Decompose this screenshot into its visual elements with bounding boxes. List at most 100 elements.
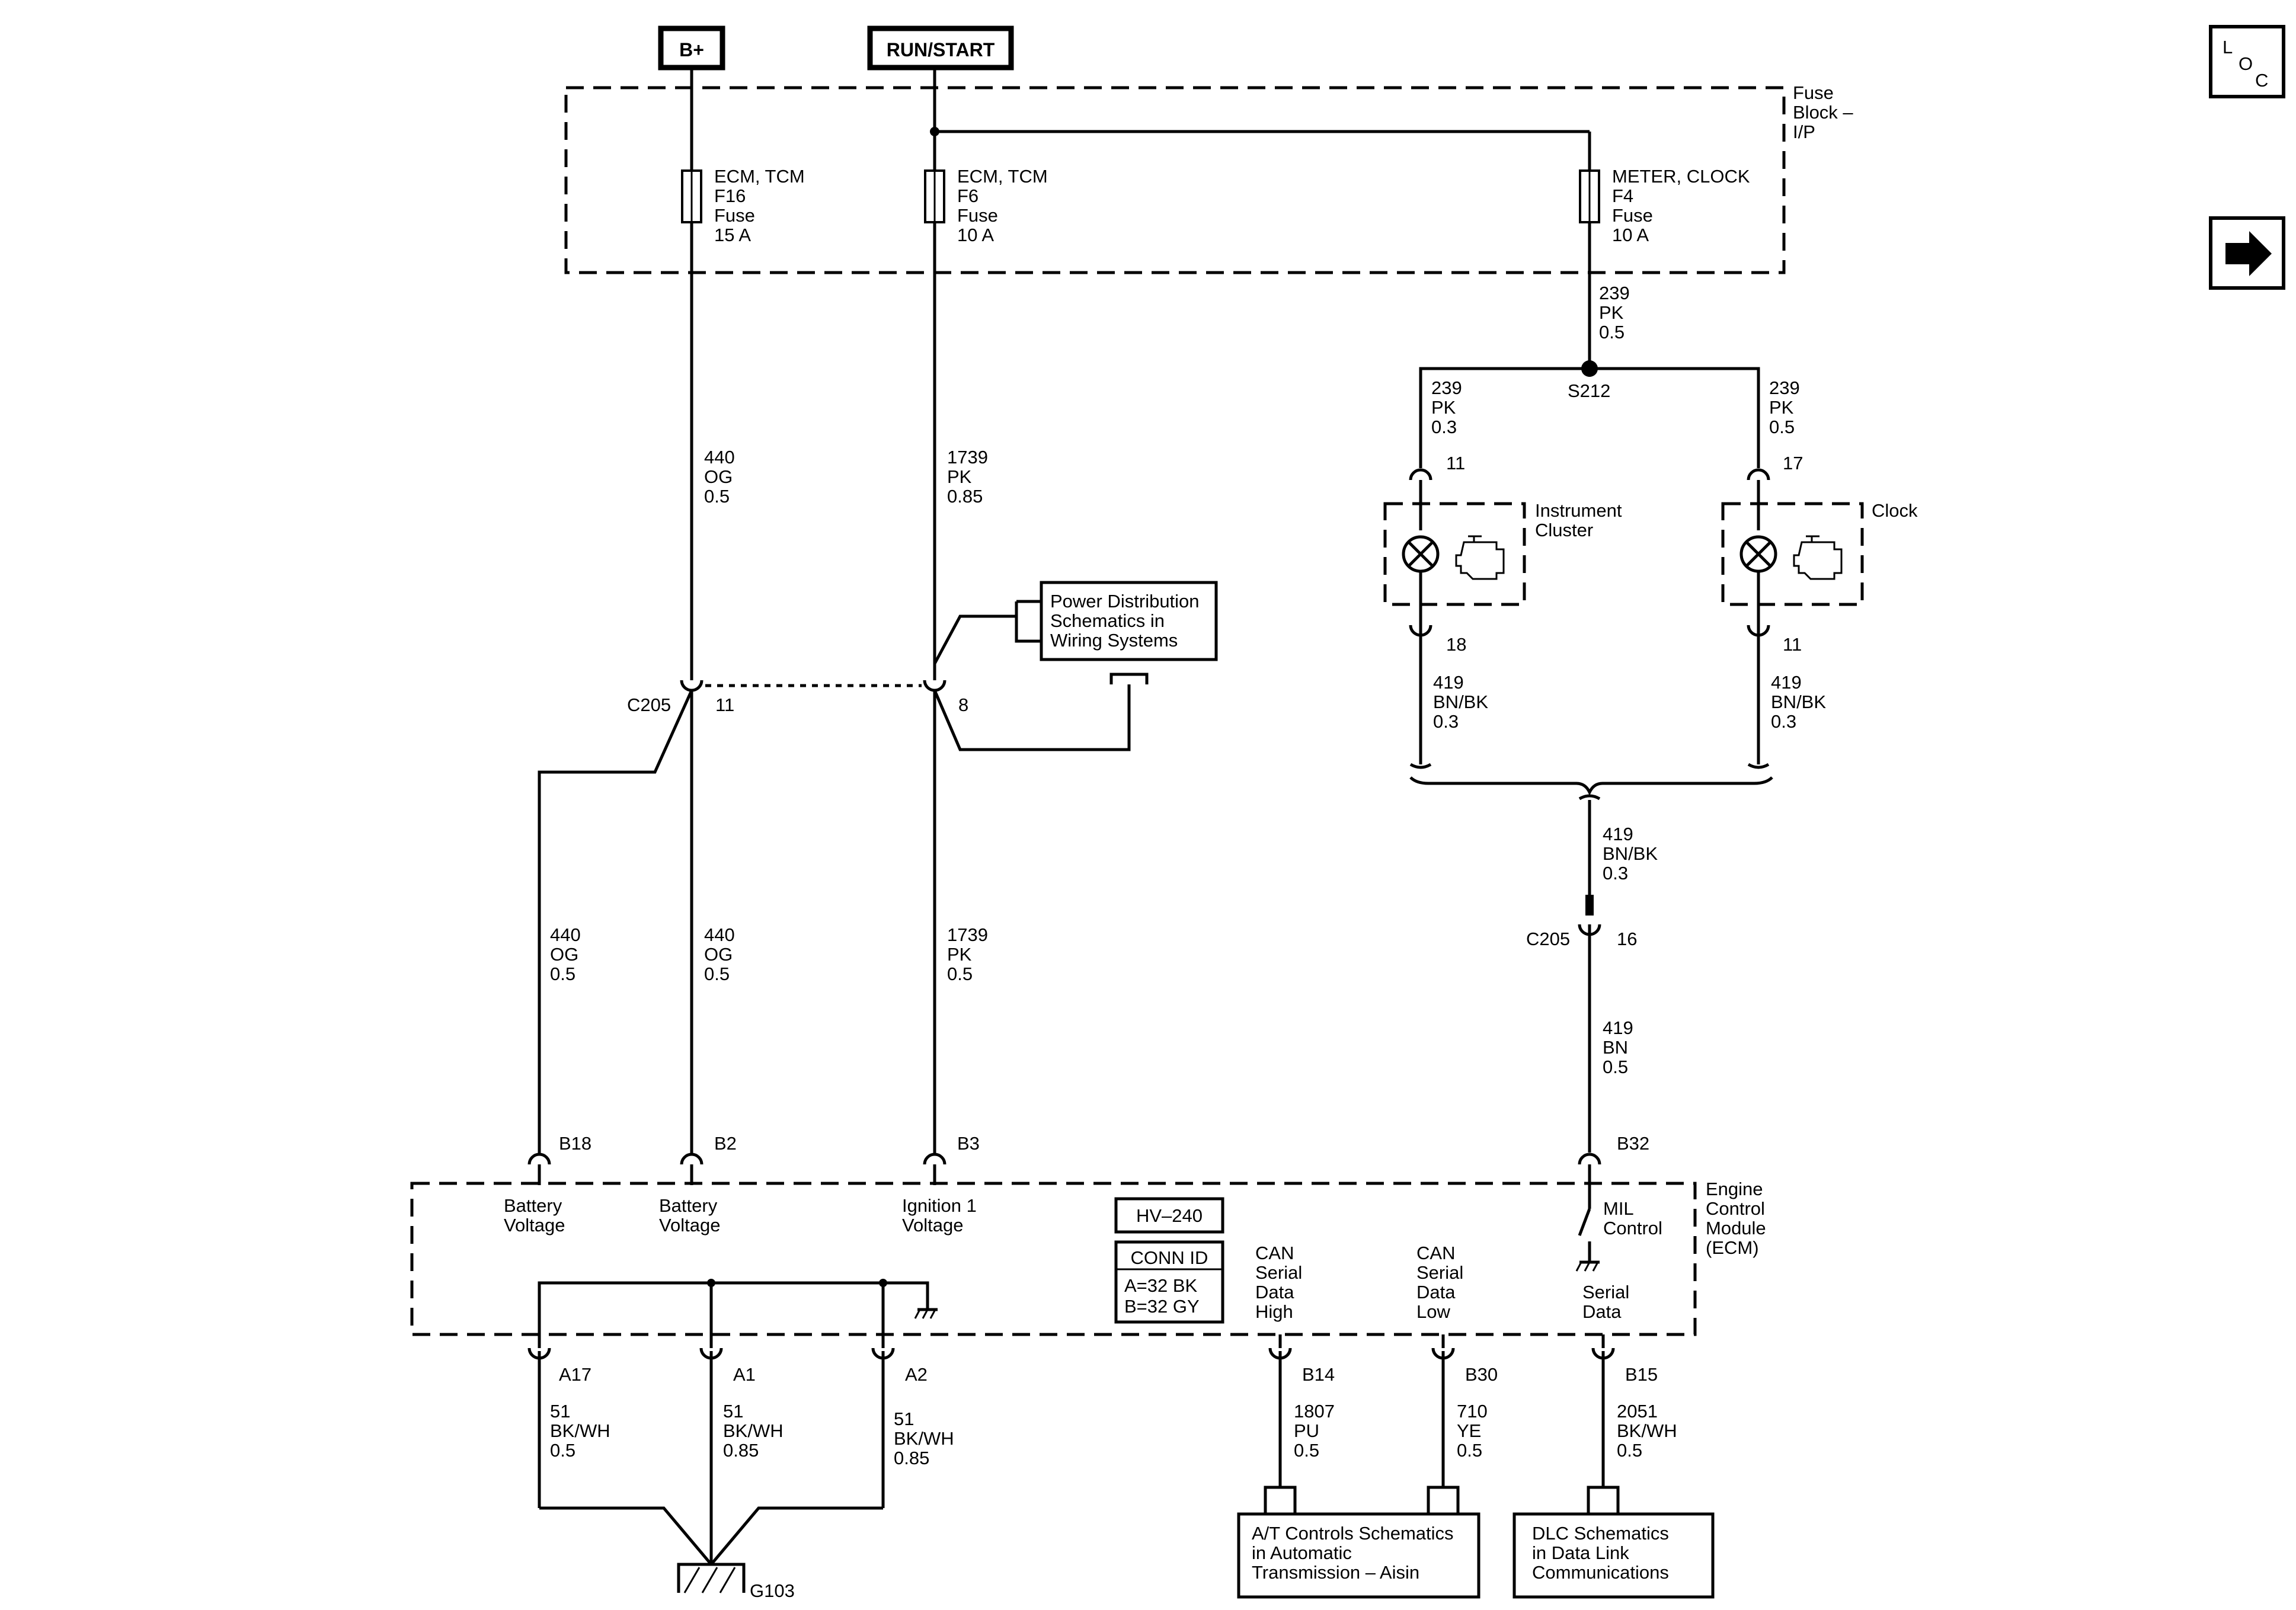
runstart-source: RUN/START xyxy=(867,25,1014,71)
svg-text:A1: A1 xyxy=(733,1364,756,1385)
ecm-can-low: CAN Serial Data Low xyxy=(1416,1243,1463,1322)
ecm-pin-a17: A17 xyxy=(527,1334,591,1385)
svg-text:F4: F4 xyxy=(1612,185,1633,206)
power-dist-text-2: Schematics in xyxy=(1050,610,1165,631)
ecm-pin-b18: B18 xyxy=(527,1133,591,1185)
svg-text:PK: PK xyxy=(1431,397,1456,418)
svg-text:Voltage: Voltage xyxy=(504,1215,565,1235)
svg-text:Low: Low xyxy=(1416,1301,1450,1322)
right-arrow-icon xyxy=(2225,231,2272,276)
svg-text:YE: YE xyxy=(1457,1420,1481,1441)
at-box-line-1: A/T Controls Schematics xyxy=(1252,1523,1454,1544)
svg-text:Engine: Engine xyxy=(1706,1179,1763,1199)
clock-engine-icon xyxy=(1793,535,1843,580)
wire-label-419-mid: 419 BN/BK 0.3 xyxy=(1603,824,1658,884)
cluster-connector-in xyxy=(1409,468,1432,481)
svg-text:BN/BK: BN/BK xyxy=(1771,692,1826,712)
svg-text:Voltage: Voltage xyxy=(659,1215,720,1235)
svg-text:0.5: 0.5 xyxy=(1599,322,1625,343)
svg-text:BN/BK: BN/BK xyxy=(1603,843,1658,864)
svg-text:440: 440 xyxy=(704,447,735,468)
svg-text:Data: Data xyxy=(1582,1301,1622,1322)
svg-text:Voltage: Voltage xyxy=(902,1215,963,1235)
wire-label-1739-low: 1739 PK 0.5 xyxy=(947,924,988,984)
svg-text:CAN: CAN xyxy=(1255,1243,1294,1263)
svg-text:51: 51 xyxy=(550,1401,570,1422)
ecm-pin-a1: A1 xyxy=(699,1334,756,1385)
at-controls-box[interactable] xyxy=(1237,1512,1480,1599)
ecm-can-high: CAN Serial Data High xyxy=(1255,1243,1302,1322)
ecm-ignition-voltage: Ignition 1 Voltage xyxy=(902,1195,977,1235)
svg-text:419: 419 xyxy=(1603,824,1633,844)
splice-s212-label: S212 xyxy=(1568,380,1610,401)
hv240-box xyxy=(1114,1197,1224,1234)
ecm-pin-b30: B30 xyxy=(1431,1334,1498,1385)
svg-text:B18: B18 xyxy=(559,1133,591,1154)
svg-text:Serial: Serial xyxy=(1582,1282,1629,1302)
svg-text:PK: PK xyxy=(1769,397,1794,418)
power-dist-bracket-bottom xyxy=(1109,673,1149,684)
wire-440-split xyxy=(538,689,693,1156)
svg-text:440: 440 xyxy=(550,924,581,945)
svg-text:Serial: Serial xyxy=(1416,1262,1463,1283)
power-distribution-box[interactable] xyxy=(1040,581,1218,661)
svg-text:B15: B15 xyxy=(1625,1364,1658,1385)
wire-label-710: 710 YE 0.5 xyxy=(1457,1401,1488,1461)
svg-text:440: 440 xyxy=(704,924,735,945)
svg-text:0.5: 0.5 xyxy=(947,964,973,984)
wire-label-419-left: 419 BN/BK 0.3 xyxy=(1433,672,1488,732)
dlc-box-line-1: DLC Schematics xyxy=(1532,1523,1669,1544)
clock-connector-in xyxy=(1747,468,1770,481)
svg-text:PU: PU xyxy=(1294,1420,1319,1441)
ecm-outline xyxy=(410,1182,1697,1336)
svg-text:0.3: 0.3 xyxy=(1431,417,1457,437)
ecm-ground-bus xyxy=(538,1281,883,1334)
svg-text:High: High xyxy=(1255,1301,1293,1322)
ecm-pin-b2: B2 xyxy=(680,1133,737,1185)
fuse-block-outline xyxy=(564,86,1786,274)
ecm-serial-data: Serial Data xyxy=(1582,1282,1629,1322)
c205-top-label: C205 xyxy=(627,694,671,715)
svg-text:(ECM): (ECM) xyxy=(1706,1237,1759,1258)
ecm-pin-b32: B32 xyxy=(1578,1133,1649,1209)
svg-text:B3: B3 xyxy=(957,1133,980,1154)
wire-label-51-a17: 51 BK/WH 0.5 xyxy=(550,1401,610,1461)
svg-text:0.3: 0.3 xyxy=(1433,711,1459,732)
svg-text:OG: OG xyxy=(704,466,733,487)
dlc-box[interactable] xyxy=(1512,1512,1715,1599)
c205-top-connector-b xyxy=(923,680,946,692)
svg-text:Ignition 1: Ignition 1 xyxy=(902,1195,977,1216)
next-page-button[interactable] xyxy=(2209,216,2285,290)
svg-text:PK: PK xyxy=(947,944,972,965)
ecm-pin-b15: B15 xyxy=(1591,1334,1658,1385)
ecm-internal-ground-icon xyxy=(883,1281,938,1319)
svg-text:1739: 1739 xyxy=(947,447,988,468)
svg-text:BK/WH: BK/WH xyxy=(723,1420,784,1441)
svg-text:B2: B2 xyxy=(714,1133,737,1154)
fuse-block-label-2: Block – xyxy=(1793,102,1853,123)
svg-text:BN/BK: BN/BK xyxy=(1433,692,1488,712)
fuse-block-label-3: I/P xyxy=(1793,121,1815,142)
svg-text:PK: PK xyxy=(1599,302,1624,323)
at-box-line-2: in Automatic xyxy=(1252,1542,1352,1563)
loc-button[interactable]: L O C xyxy=(2209,25,2285,98)
svg-text:CAN: CAN xyxy=(1416,1243,1455,1263)
svg-text:BK/WH: BK/WH xyxy=(550,1420,610,1441)
conn-id-box xyxy=(1114,1240,1224,1324)
clock-lamp-icon xyxy=(1739,535,1777,573)
conn-id-a: A=32 BK xyxy=(1124,1275,1198,1296)
svg-text:Control: Control xyxy=(1706,1198,1765,1219)
ecm-battery-voltage-1: Battery Voltage xyxy=(504,1195,565,1235)
svg-text:ECM, TCM: ECM, TCM xyxy=(957,166,1048,187)
wire-51-a2 xyxy=(710,1506,883,1566)
c205-right-label: C205 xyxy=(1526,929,1570,949)
wire-label-440-top: 440 OG 0.5 xyxy=(704,447,735,507)
c205-top-pin-b: 8 xyxy=(958,694,968,715)
wire-label-440-b: 440 OG 0.5 xyxy=(704,924,735,984)
svg-text:710: 710 xyxy=(1457,1401,1488,1422)
instrument-cluster-outline xyxy=(1383,502,1526,606)
svg-text:10 A: 10 A xyxy=(1612,225,1649,245)
svg-text:BK/WH: BK/WH xyxy=(1617,1420,1677,1441)
svg-text:0.3: 0.3 xyxy=(1603,863,1628,884)
svg-text:0.3: 0.3 xyxy=(1771,711,1796,732)
